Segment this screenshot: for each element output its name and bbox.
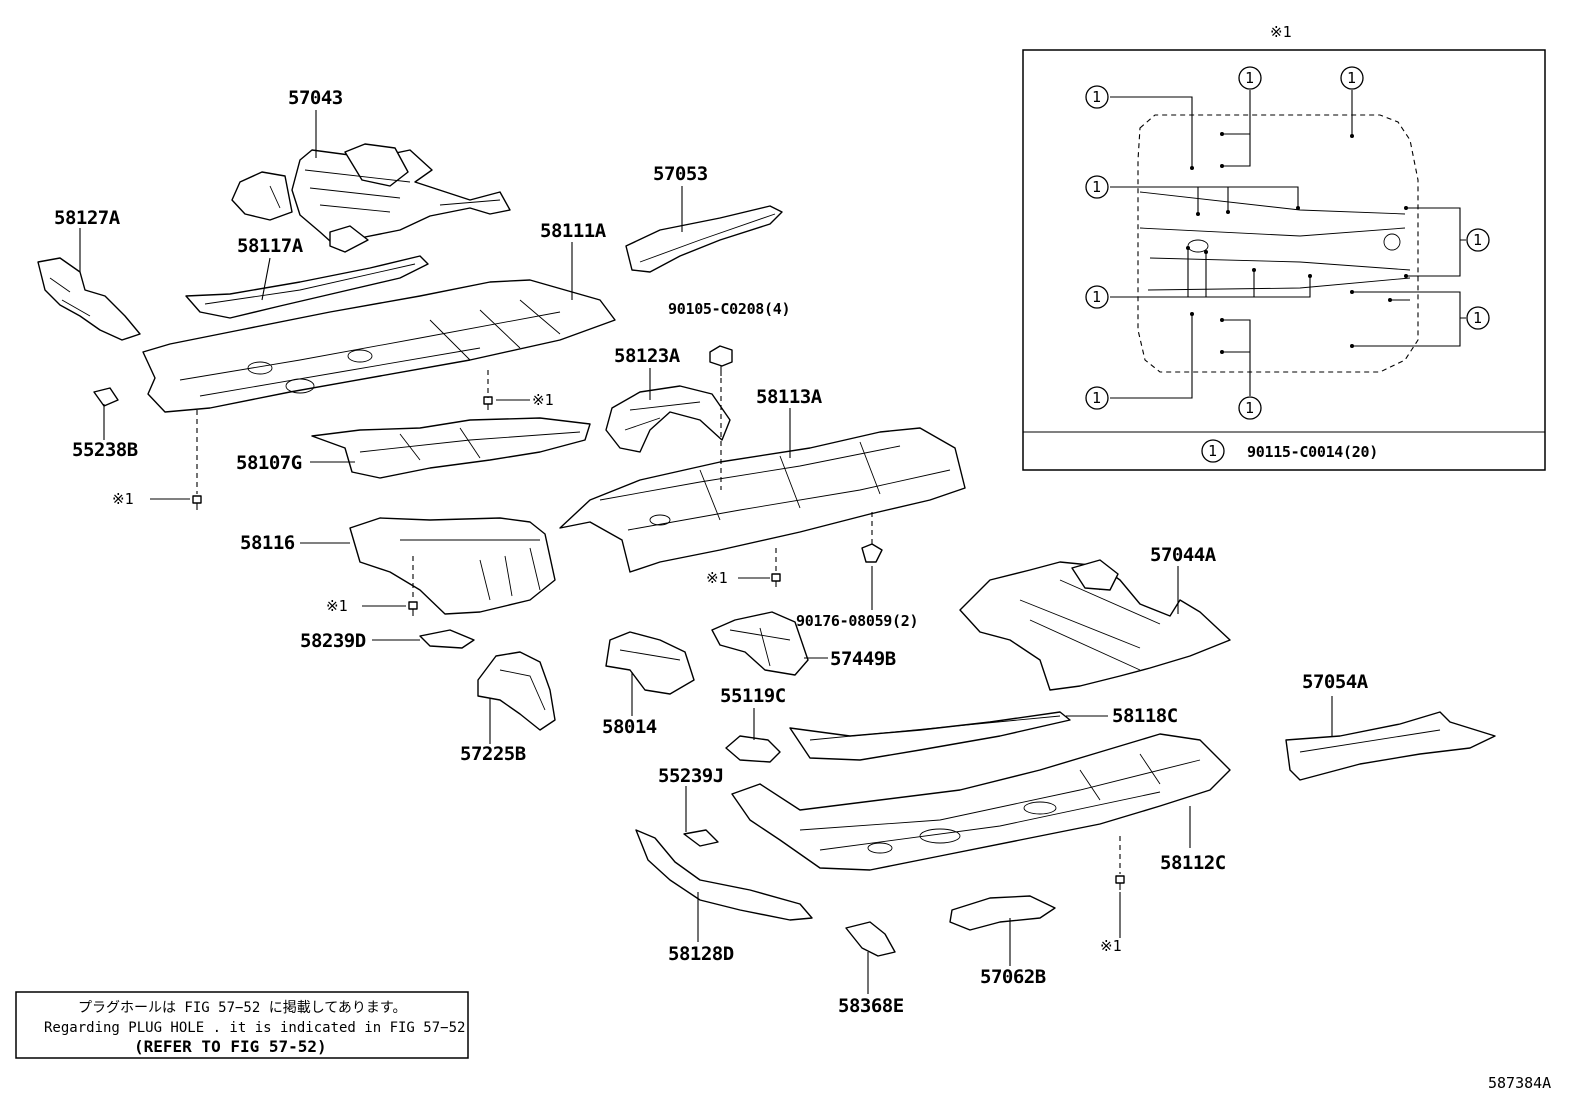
- label-58128D: 58128D: [668, 943, 734, 965]
- part-57044A-shape: [959, 559, 1231, 691]
- ref-mark-5: ※1: [1100, 937, 1122, 955]
- ref-mark-1: ※1: [532, 391, 554, 409]
- circle-one-label: 1: [1092, 88, 1101, 106]
- circle-one-label: 1: [1473, 309, 1482, 327]
- label-57054A: 57054A: [1302, 671, 1369, 693]
- label-58107G: 58107G: [236, 452, 302, 474]
- part-58116-shape: [349, 517, 556, 615]
- label-57044A: 57044A: [1150, 544, 1217, 566]
- circle-one-label: 1: [1473, 231, 1482, 249]
- plug-hole-note: プラグホールは FIG 57−52 に掲載してあります。 Regarding P…: [15, 991, 469, 1059]
- circle-one-label: 1: [1092, 288, 1101, 306]
- part-57062B-shape: [949, 895, 1056, 931]
- ref-mark-2: ※1: [112, 490, 134, 508]
- part-58118C-shape: [789, 711, 1071, 761]
- label-58112C: 58112C: [1160, 852, 1226, 874]
- part-57054A-shape: [1285, 711, 1496, 781]
- label-90176-08059: 90176-08059(2): [796, 612, 918, 630]
- part-55119C-shape: [725, 735, 781, 763]
- part-58111A-shape: [142, 279, 616, 413]
- label-58113A: 58113A: [756, 386, 823, 408]
- label-58014: 58014: [602, 716, 657, 738]
- label-57043: 57043: [288, 87, 343, 109]
- label-58116: 58116: [240, 532, 295, 554]
- part-58368E-shape: [845, 921, 896, 957]
- label-58127A: 58127A: [54, 207, 121, 229]
- inset-legend-part: 90115-C0014(20): [1247, 443, 1378, 461]
- part-58117A-shape: [185, 255, 429, 319]
- plug-icon-1: [483, 396, 493, 410]
- note-line-ja: プラグホールは FIG 57−52 に掲載してあります。: [78, 1000, 406, 1016]
- note-line-ref: (REFER TO FIG 57-52): [134, 1037, 327, 1056]
- part-58123A-shape: [605, 385, 731, 453]
- circle-one-label: 1: [1347, 69, 1356, 87]
- label-58111A: 58111A: [540, 220, 607, 242]
- plug-icon-2: [192, 495, 202, 510]
- part-55239J-shape: [683, 829, 719, 847]
- label-55119C: 55119C: [720, 685, 786, 707]
- label-57062B: 57062B: [980, 966, 1046, 988]
- part-58014-shape: [605, 631, 695, 695]
- part-58107G-shape: [311, 417, 591, 479]
- plug-icon-5: [1115, 875, 1125, 890]
- label-58239D: 58239D: [300, 630, 366, 652]
- circle-one-label: 1: [1245, 69, 1254, 87]
- label-58117A: 58117A: [237, 235, 304, 257]
- label-55238B: 55238B: [72, 439, 138, 461]
- part-58113A-shape: [559, 427, 966, 573]
- label-55239J: 55239J: [658, 765, 724, 787]
- circle-one-label: 1: [1092, 389, 1101, 407]
- part-57043-shape: [231, 143, 511, 253]
- label-58118C: 58118C: [1112, 705, 1178, 727]
- part-58112C-shape: [731, 733, 1231, 871]
- circle-one-label: 1: [1092, 178, 1101, 196]
- figure-id: 587384A: [1488, 1074, 1551, 1092]
- circle-one-label: 1: [1245, 399, 1254, 417]
- label-58123A: 58123A: [614, 345, 681, 367]
- label-90105-C0208: 90105-C0208(4): [668, 300, 790, 318]
- ref-mark-3: ※1: [326, 597, 348, 615]
- bolt-90105-icon: [709, 345, 733, 376]
- part-58239D-shape: [419, 629, 475, 649]
- part-57225B-shape: [477, 651, 556, 731]
- label-57053: 57053: [653, 163, 708, 185]
- part-57053-shape: [625, 205, 783, 273]
- clip-90176-icon: [861, 543, 883, 563]
- circle-one-label: 1: [1208, 442, 1217, 460]
- inset-circle-markers: 1 1 1 1 1 1 1 1 1 1: [1085, 66, 1490, 463]
- label-57225B: 57225B: [460, 743, 526, 765]
- part-58127A-shape: [37, 257, 141, 341]
- part-58128D-shape: [635, 829, 813, 921]
- part-55238B-shape: [93, 387, 119, 407]
- label-57449B: 57449B: [830, 648, 896, 670]
- plug-icon-4: [771, 573, 781, 587]
- ref-mark-4: ※1: [706, 569, 728, 587]
- leader-lines: [79, 110, 1333, 994]
- inset-panel: [1022, 49, 1546, 471]
- plug-icon-3: [408, 601, 418, 616]
- part-57449B-shape: [711, 611, 809, 676]
- note-line-en: Regarding PLUG HOLE . it is indicated in…: [44, 1020, 465, 1036]
- inset-title: ※1: [1270, 23, 1292, 41]
- label-58368E: 58368E: [838, 995, 904, 1017]
